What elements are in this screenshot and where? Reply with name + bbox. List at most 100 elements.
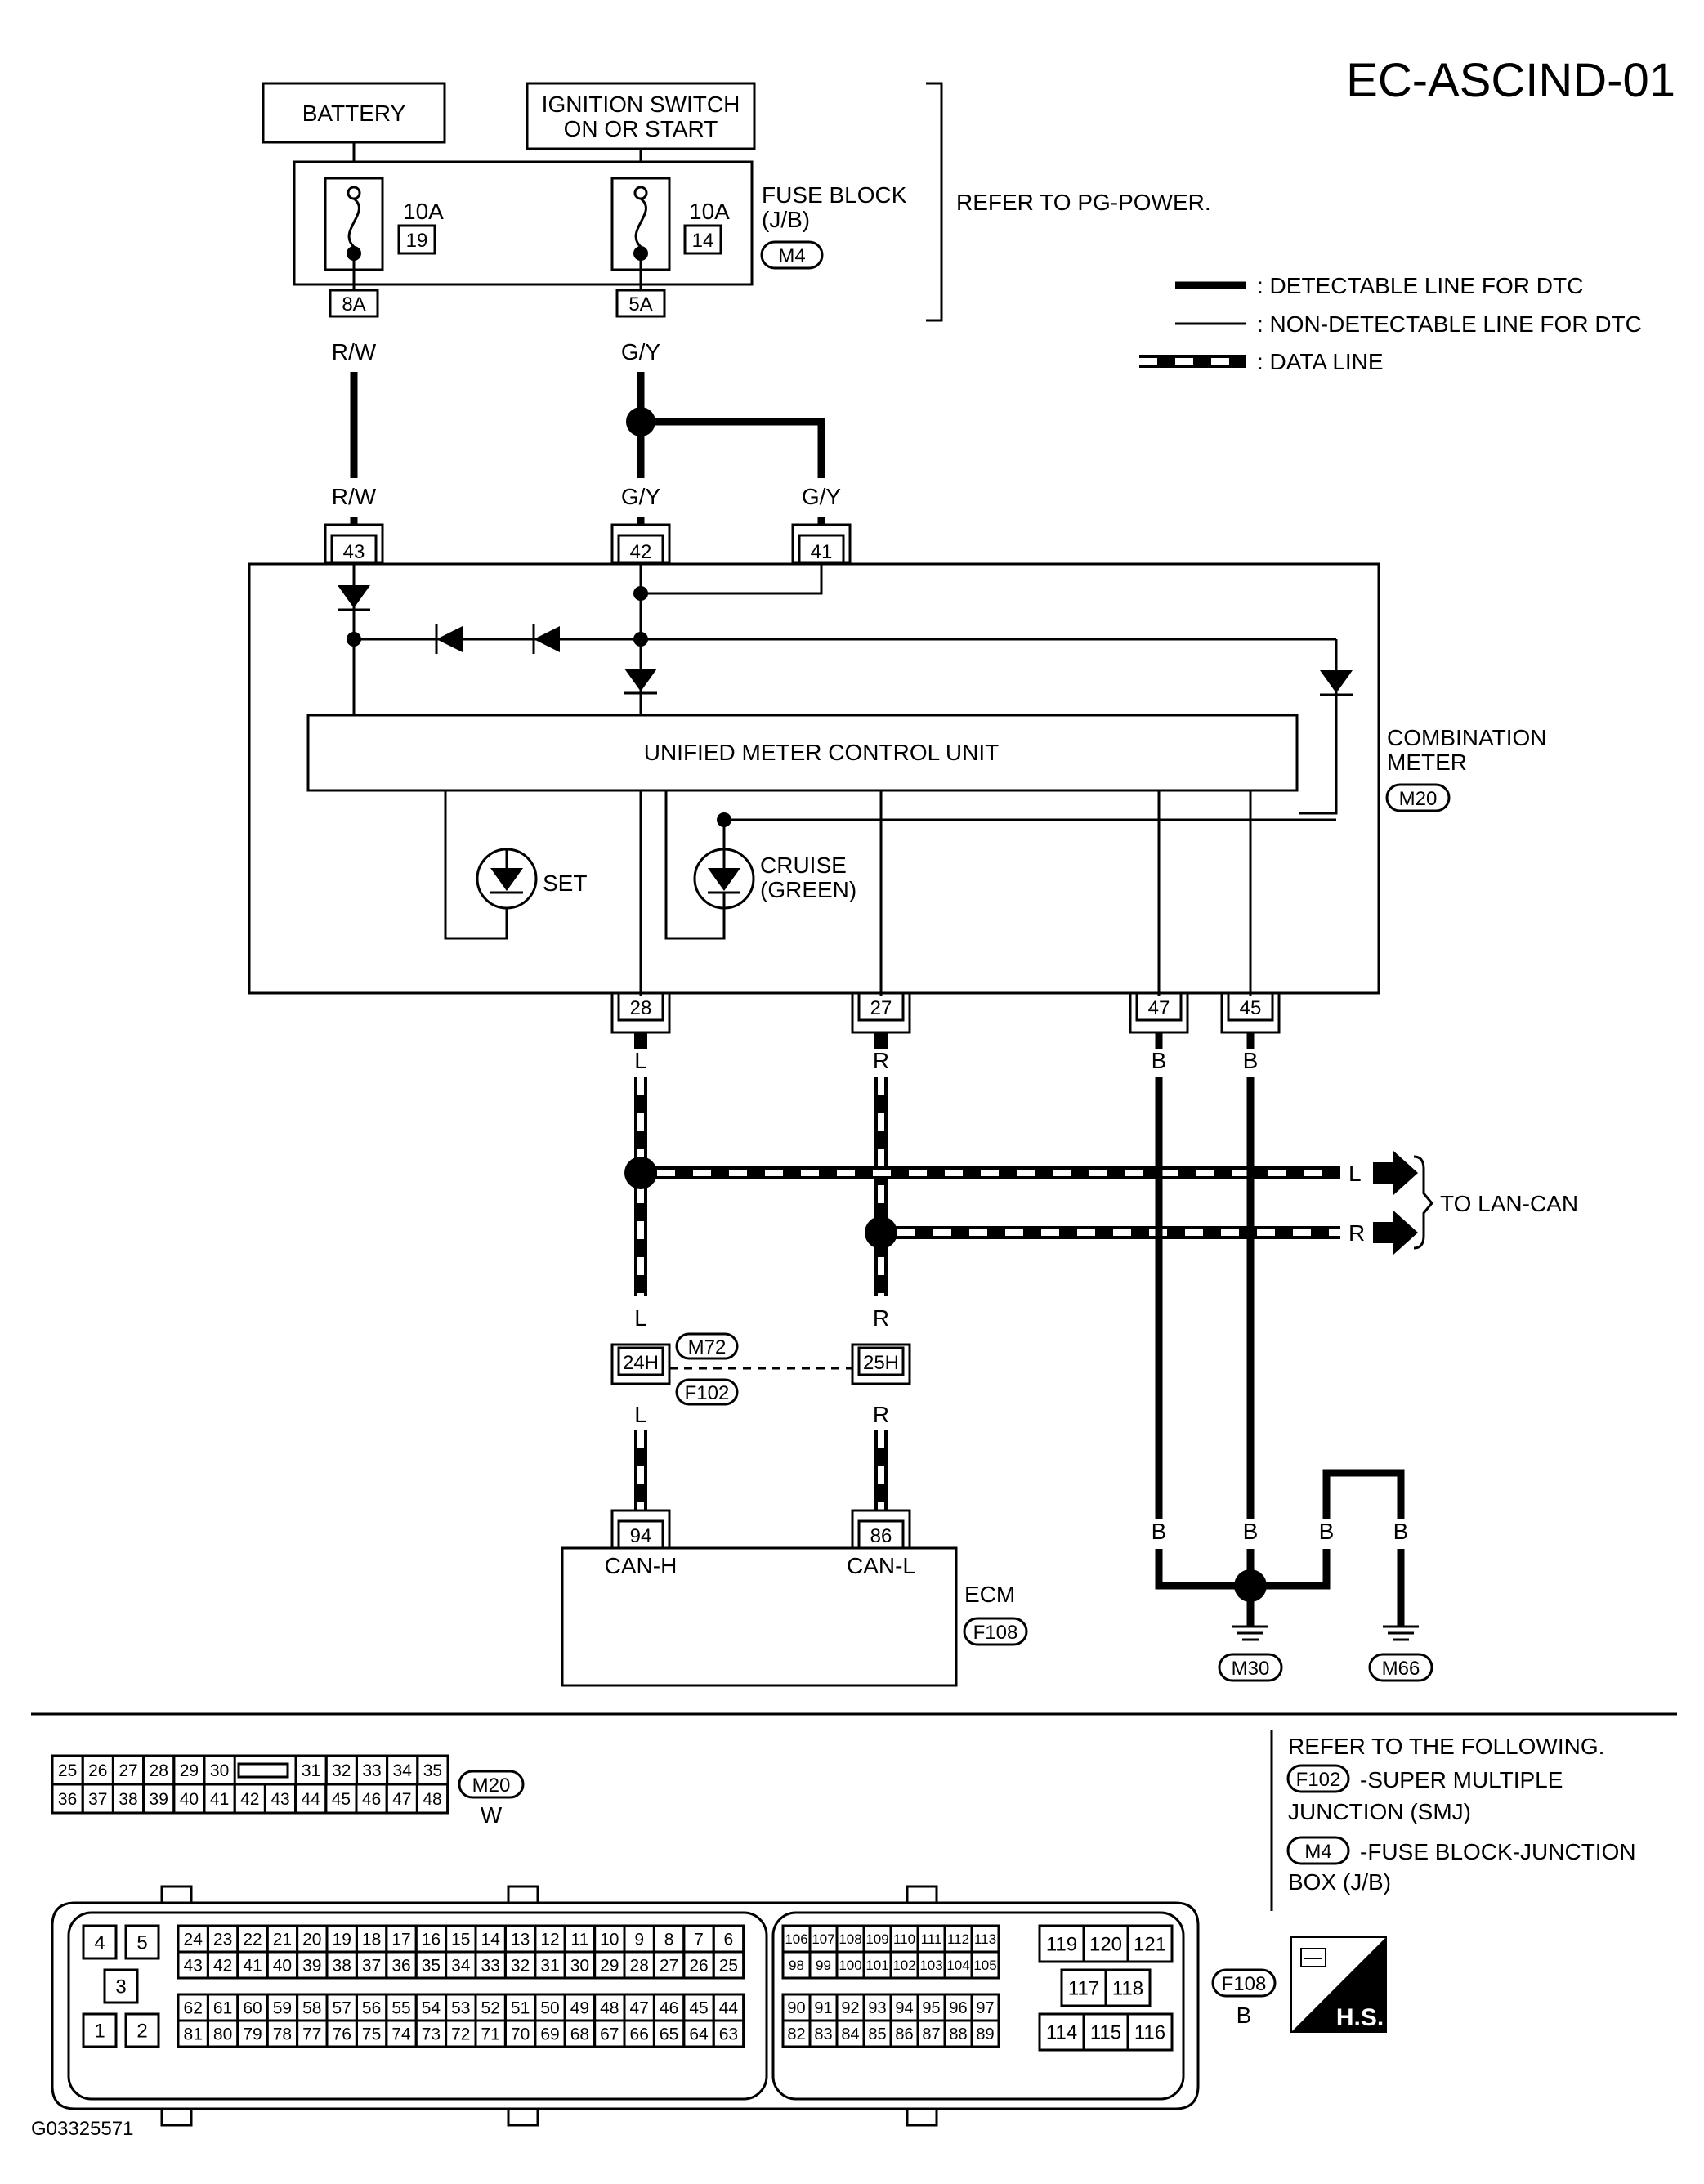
connector-pin-label: 54 — [422, 1999, 441, 2018]
connector-pin-label: 4 — [94, 1932, 105, 1954]
f108-connector-id: F108 — [1222, 1973, 1267, 1995]
connector-pin-label: 21 — [273, 1931, 292, 1949]
connector-pin-label: 64 — [689, 2025, 709, 2044]
connector-pin-cell — [82, 2012, 118, 2048]
combination-meter-connector: M20 — [1399, 788, 1438, 810]
lan-can-l: L — [1348, 1161, 1362, 1186]
refer-pg-power: REFER TO PG-POWER. — [956, 190, 1211, 215]
connector-pin-label: 114 — [1046, 2022, 1077, 2044]
wire-gy-2: G/Y — [621, 484, 661, 509]
fuse1-rating: 10A — [403, 199, 444, 224]
connector-pin-label: 25 — [719, 1957, 738, 1976]
connector-pin-label: 15 — [451, 1931, 470, 1949]
connector-pin-label: 50 — [540, 1999, 559, 2018]
connector-pin-label: 26 — [689, 1957, 708, 1976]
connector-pin-label: 80 — [213, 2025, 232, 2044]
connector-pin-label: 36 — [58, 1790, 77, 1809]
connector-pin-label: 108 — [839, 1931, 861, 1947]
connector-pin-label: 18 — [362, 1931, 381, 1949]
connector-pin-label: 23 — [213, 1931, 232, 1949]
wire-gy-1: G/Y — [621, 339, 661, 365]
connector-pin-label: 41 — [210, 1790, 229, 1809]
connector-pin-label: 90 — [787, 1999, 805, 2017]
combination-meter-label-1: COMBINATION — [1387, 725, 1546, 750]
connector-pin-cell — [124, 2012, 160, 2048]
set-label: SET — [543, 870, 587, 896]
connector-pin-cell — [970, 2019, 1000, 2048]
combination-meter-label-2: METER — [1387, 750, 1467, 775]
ecm-label: ECM — [964, 1582, 1015, 1607]
terminal-5a: 5A — [628, 293, 652, 316]
connector-pin-label: 2 — [136, 2021, 147, 2043]
connector-pin-label: 39 — [302, 1957, 321, 1976]
fuse-block-label-2: (J/B) — [762, 207, 810, 232]
connector-pin-label: 70 — [511, 2025, 530, 2044]
connector-pin-label: 85 — [868, 2025, 886, 2043]
connector-pin-label: 45 — [689, 1999, 708, 2018]
connector-pin-label: 76 — [333, 2025, 351, 2044]
connector-pin-label: 121 — [1134, 1934, 1166, 1956]
connector-pin-cell — [82, 1924, 118, 1960]
wire-r-3: R — [873, 1402, 889, 1427]
connector-pin-label: 32 — [332, 1761, 351, 1780]
fuse-block-connector: M4 — [778, 245, 805, 267]
legend-data: : DATA LINE — [1257, 349, 1384, 374]
connector-pin-label: 32 — [511, 1957, 530, 1976]
connector-pin-label: 99 — [816, 1958, 831, 1973]
wire-b-1: B — [1152, 1048, 1167, 1073]
connector-pin-label: 101 — [865, 1958, 888, 1973]
fuse1-number: 19 — [406, 230, 428, 252]
connector-pin-label: 65 — [660, 2025, 678, 2044]
connector-pin-label: 53 — [451, 1999, 470, 2018]
ecm-pin-86: 86 — [870, 1525, 892, 1547]
connector-pin-label: 37 — [362, 1957, 381, 1976]
connector-pin-label: 7 — [694, 1931, 704, 1949]
connector-pin-label: 20 — [302, 1931, 321, 1949]
connector-pin-cell — [712, 2019, 745, 2048]
connector-pin-label: 42 — [213, 1957, 232, 1976]
connector-pin-label: 102 — [892, 1958, 915, 1973]
connector-pin-label: 111 — [921, 1931, 942, 1947]
refer-title: REFER TO THE FOLLOWING. — [1288, 1734, 1604, 1759]
connector-pin-cell — [1126, 2012, 1174, 2052]
connector-pin-label: 61 — [213, 1999, 232, 2018]
connector-pin-label: 60 — [243, 1999, 262, 2018]
wire-b-5: B — [1319, 1519, 1335, 1544]
connector-pin-label: 66 — [630, 2025, 649, 2044]
connector-pin-label: 14 — [481, 1931, 501, 1949]
connector-pin-label: 35 — [423, 1761, 442, 1780]
meter-pin-42: 42 — [630, 541, 652, 563]
connector-pin-label: 13 — [511, 1931, 530, 1949]
ground-symbol-m66 — [1383, 1625, 1419, 1641]
connector-pin-label: 34 — [451, 1957, 471, 1976]
connector-pin-label: 22 — [243, 1931, 262, 1949]
connector-pin-label: 27 — [119, 1761, 137, 1780]
ecm-connector: F108 — [973, 1622, 1018, 1644]
connector-pin-label: 33 — [481, 1957, 500, 1976]
connector-pin-label: 10 — [600, 1931, 619, 1949]
connector-pin-label: 30 — [570, 1957, 589, 1976]
connector-pin-label: 48 — [600, 1999, 619, 2018]
ignition-switch-box — [526, 82, 756, 150]
ground-symbol-m30 — [1232, 1625, 1268, 1641]
connector-pin-label: 38 — [119, 1790, 137, 1809]
arrow-lan-can-l — [1373, 1151, 1418, 1195]
connector-pin-label: 55 — [391, 1999, 410, 2018]
connector-pin-label: 28 — [630, 1957, 649, 1976]
connector-pin-label: 58 — [302, 1999, 321, 2018]
wire-b-2: B — [1243, 1048, 1259, 1073]
wire-r-1: R — [873, 1048, 889, 1073]
connector-pin-label: 31 — [302, 1761, 320, 1780]
connector-pin-label: 77 — [302, 2025, 321, 2044]
connector-pin-label: 42 — [240, 1790, 259, 1809]
refer-m4: M4 — [1304, 1841, 1331, 1863]
fuse-block-label-1: FUSE BLOCK — [762, 182, 907, 208]
connector-pin-label: 72 — [451, 2025, 470, 2044]
connector-pin-label: 73 — [422, 2025, 441, 2044]
connector-pin-label: 119 — [1046, 1934, 1077, 1956]
connector-pin-label: 29 — [600, 1957, 619, 1976]
m20-connector-color: W — [481, 1802, 503, 1828]
meter-pin-41: 41 — [811, 541, 833, 563]
junction-pin-24h: 24H — [623, 1352, 659, 1374]
connector-pin-label: 107 — [812, 1931, 834, 1947]
